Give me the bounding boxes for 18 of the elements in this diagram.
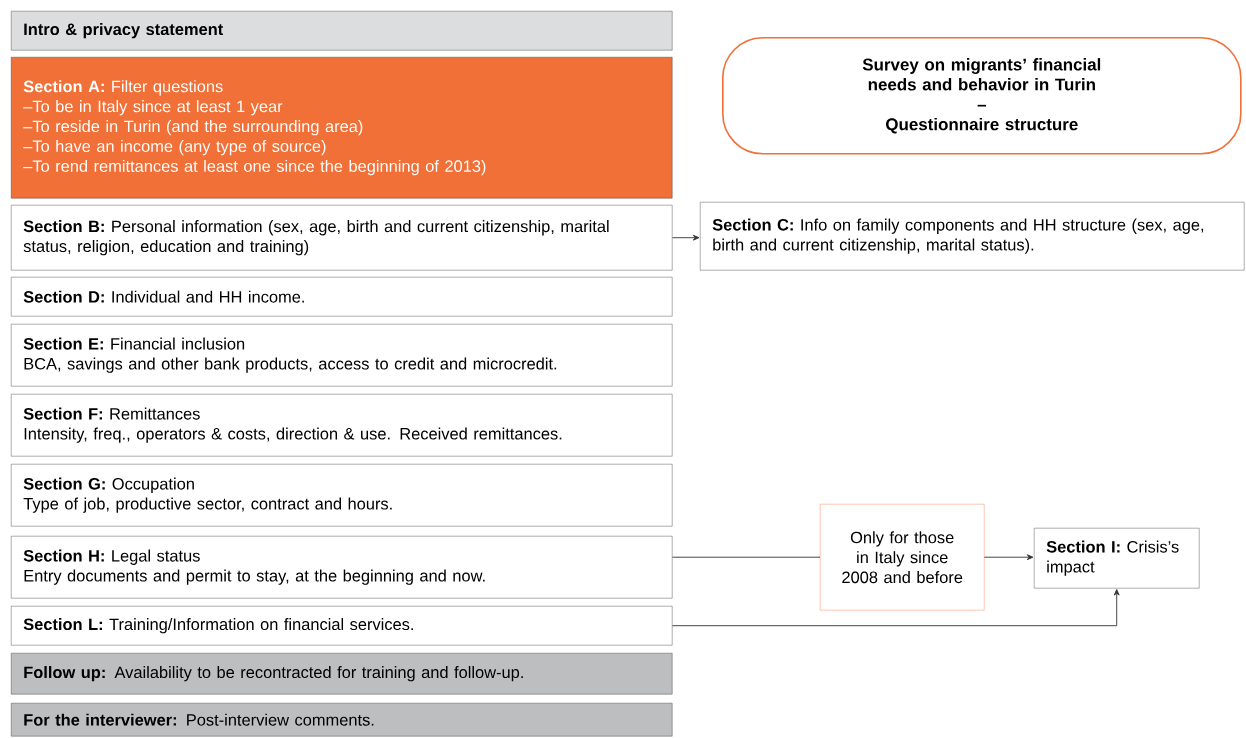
section-box: Section E: Financial inclusion BCA, savings and other bank products, access to credit and microcredit. [11, 324, 673, 387]
section-box: Section L: Training/Information on financial services. [11, 606, 673, 646]
section-box: Section G: Occupation Type of job, productive sector, contract and hours. [11, 464, 673, 527]
intro-box: Intro & privacy statement [11, 11, 673, 51]
section-box: Section F: Remittances Intensity, freq., operators & costs, direction & use. Received remittances. [11, 394, 673, 457]
section-box: Section C: Info on family components and HH structure (sex, age, birth and current citizenship, marital status). [700, 202, 1245, 271]
section-box: Section D: Individual and HH income. [11, 277, 673, 317]
section-box: Follow up: Availability to be recontracted for training and follow-up. [11, 653, 673, 695]
section-box: Section B: Personal information (sex, age, birth and current citizenship, marital status, religion, education and training) [11, 205, 673, 271]
arrow [671, 589, 1120, 627]
condition-box: Only for those in Italy since 2008 and before [820, 504, 985, 611]
section-box: Section A: Filter questions –To be in Italy since at least 1 year –To reside in Turin (and the surrounding area) –To have an income (any type of source) –To rend remittances at least one since the beginning of 2013) [11, 57, 673, 199]
section-box: For the interviewer: Post-interview comments. [11, 703, 673, 737]
arrow [983, 554, 1034, 561]
arrow [671, 234, 700, 241]
title-box: Survey on migrants’ financial needs and behavior in Turin – Questionnaire structure [722, 37, 1242, 155]
section-box: Section H: Legal status Entry documents and permit to stay, at the beginning and now. [11, 536, 673, 599]
section-box: Section I: Crisis’s impact [1034, 528, 1200, 589]
